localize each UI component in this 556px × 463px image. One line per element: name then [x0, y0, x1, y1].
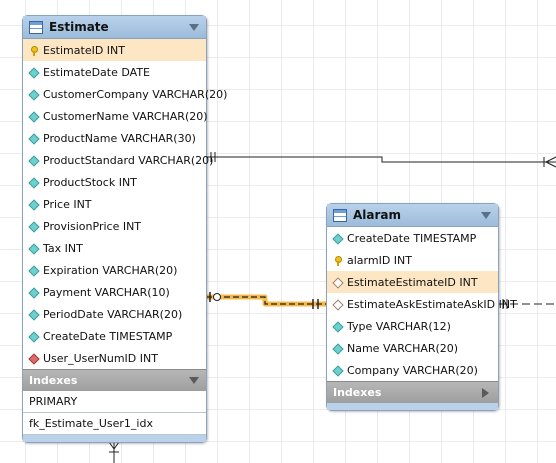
collapse-arrow-icon[interactable]	[481, 211, 491, 219]
alaram-column-alarmid[interactable]: alarmID INT	[327, 249, 498, 271]
estimate-table-footer	[23, 435, 206, 442]
estimate-indexes-header[interactable]: Indexes	[23, 369, 206, 391]
relationship-alaram-to-offscreen[interactable]	[498, 299, 556, 309]
column-diamond-icon	[29, 244, 38, 253]
alaram-table[interactable]: Alaram CreateDate TIMESTAMP alarmID INT …	[326, 203, 517, 411]
relationship-estimate-to-offscreen[interactable]	[206, 152, 556, 168]
alaram-column-name[interactable]: Name VARCHAR(20)	[327, 337, 498, 359]
expand-arrow-icon[interactable]	[482, 387, 489, 398]
estimate-column-expiration[interactable]: Expiration VARCHAR(20)	[23, 259, 206, 281]
column-diamond-icon	[333, 234, 342, 243]
estimate-table-header[interactable]: Estimate	[23, 16, 206, 39]
alaram-table-title: Alaram	[353, 208, 402, 222]
estimate-column-productstandard[interactable]: ProductStandard VARCHAR(20)	[23, 149, 213, 171]
estimate-index-fk-user[interactable]: fk_Estimate_User1_idx	[23, 413, 206, 435]
estimate-index-primary[interactable]: PRIMARY	[23, 391, 206, 413]
estimate-column-estimateid[interactable]: EstimateID INT	[23, 39, 206, 61]
key-icon	[29, 45, 38, 56]
column-diamond-icon	[333, 322, 342, 331]
collapse-arrow-icon[interactable]	[189, 377, 199, 384]
estimate-column-provisionprice[interactable]: ProvisionPrice INT	[23, 215, 206, 237]
estimate-column-perioddate[interactable]: PeriodDate VARCHAR(20)	[23, 303, 206, 325]
estimate-column-payment[interactable]: Payment VARCHAR(10)	[23, 281, 206, 303]
collapse-arrow-icon[interactable]	[189, 23, 199, 31]
column-diamond-icon	[29, 200, 38, 209]
estimate-column-price[interactable]: Price INT	[23, 193, 206, 215]
column-diamond-icon	[333, 344, 342, 353]
fk-hollow-icon	[333, 278, 342, 287]
fk-hollow-icon	[333, 300, 342, 309]
estimate-column-tax[interactable]: Tax INT	[23, 237, 206, 259]
column-diamond-icon	[29, 222, 38, 231]
column-diamond-icon	[29, 178, 38, 187]
alaram-column-type[interactable]: Type VARCHAR(12)	[327, 315, 498, 337]
foreign-key-icon	[29, 354, 38, 363]
estimate-column-productname[interactable]: ProductName VARCHAR(30)	[23, 127, 206, 149]
relationship-estimate-alaram[interactable]	[206, 292, 327, 309]
key-icon	[333, 255, 342, 266]
estimate-column-estimatedate[interactable]: EstimateDate DATE	[23, 61, 206, 83]
column-diamond-icon	[29, 310, 38, 319]
alaram-column-company[interactable]: Company VARCHAR(20)	[327, 359, 498, 381]
estimate-table-title: Estimate	[49, 20, 109, 34]
table-icon	[29, 20, 43, 34]
indexes-label: Indexes	[333, 386, 382, 399]
column-diamond-icon	[29, 266, 38, 275]
alaram-indexes-header[interactable]: Indexes	[327, 381, 498, 403]
alaram-column-createdate[interactable]: CreateDate TIMESTAMP	[327, 227, 498, 249]
estimate-column-customercompany[interactable]: CustomerCompany VARCHAR(20)	[23, 83, 227, 105]
column-diamond-icon	[29, 288, 38, 297]
column-diamond-icon	[333, 366, 342, 375]
alaram-column-estimateaskestimateaskid[interactable]: EstimateAskEstimateAskID INT	[327, 293, 517, 315]
column-diamond-icon	[29, 332, 38, 341]
column-diamond-icon	[29, 134, 38, 143]
estimate-column-user-usernumid[interactable]: User_UserNumID INT	[23, 347, 206, 369]
estimate-column-customername[interactable]: CustomerName VARCHAR(20)	[23, 105, 208, 127]
estimate-column-createdate[interactable]: CreateDate TIMESTAMP	[23, 325, 206, 347]
column-diamond-icon	[29, 90, 38, 99]
table-icon	[333, 208, 347, 222]
alaram-table-footer	[327, 403, 498, 410]
column-diamond-icon	[29, 68, 38, 77]
estimate-column-productstock[interactable]: ProductStock INT	[23, 171, 206, 193]
indexes-label: Indexes	[29, 374, 78, 387]
alaram-table-header[interactable]: Alaram	[327, 204, 498, 227]
column-diamond-icon	[29, 112, 38, 121]
alaram-column-estimateestimateid[interactable]: EstimateEstimateID INT	[327, 271, 498, 293]
column-diamond-icon	[29, 156, 38, 165]
estimate-table[interactable]: Estimate EstimateID INT EstimateDate DAT…	[22, 15, 227, 443]
